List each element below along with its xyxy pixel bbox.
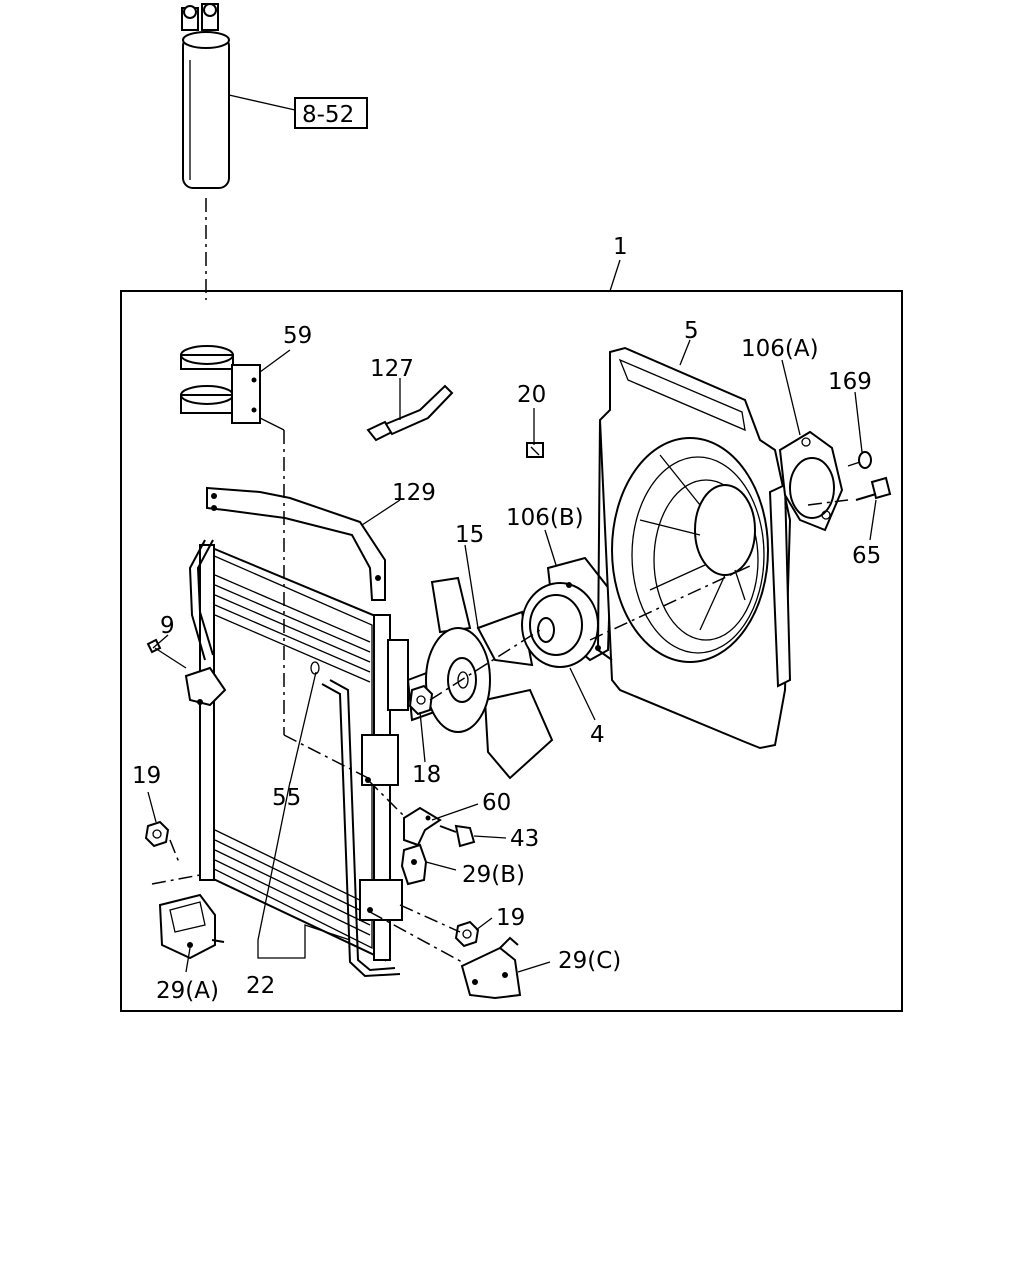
fan-motor — [521, 556, 612, 668]
callout-55: 55 — [272, 785, 301, 811]
callout-8-52: 8-52 — [302, 102, 354, 128]
guide-lines — [151, 430, 849, 963]
bracket-29a — [158, 893, 225, 960]
callout-127: 127 — [370, 356, 414, 382]
callout-29b: 29(B) — [462, 862, 525, 888]
condenser-fins — [214, 574, 371, 936]
zip-tie — [366, 384, 454, 442]
callout-59: 59 — [283, 323, 312, 349]
bolt-43 — [439, 824, 476, 848]
nut-19-left — [144, 820, 170, 848]
bolt-65 — [855, 476, 892, 501]
nut-19-right — [454, 920, 480, 948]
bracket-106a — [778, 430, 844, 532]
clamp-60 — [403, 806, 442, 847]
callout-65: 65 — [852, 543, 881, 569]
upper-bracket — [206, 486, 386, 601]
bracket-29c — [460, 936, 522, 1000]
callout-18: 18 — [412, 762, 441, 788]
callout-106b: 106(B) — [506, 505, 584, 531]
callout-106a: 106(A) — [741, 336, 819, 362]
assembly-frame — [120, 290, 903, 1012]
fan-nut — [408, 684, 434, 716]
callout-19-left: 19 — [132, 763, 161, 789]
clip — [526, 442, 544, 458]
callout-60: 60 — [482, 790, 511, 816]
callout-9: 9 — [160, 613, 175, 639]
receiver-drier — [181, 3, 230, 300]
callout-5: 5 — [684, 318, 699, 344]
fan-shroud — [596, 346, 792, 750]
screw-169 — [847, 451, 872, 469]
drier-bracket — [180, 345, 285, 431]
callout-4: 4 — [590, 722, 605, 748]
side-bracket — [146, 638, 227, 707]
callout-29a: 29(A) — [156, 978, 219, 1004]
callout-43: 43 — [510, 826, 539, 852]
callout-129: 129 — [392, 480, 436, 506]
callout-20: 20 — [517, 382, 546, 408]
callout-1: 1 — [613, 234, 628, 260]
condenser — [188, 539, 409, 978]
callout-169: 169 — [828, 369, 872, 395]
callout-29c: 29(C) — [558, 948, 621, 974]
ref-box-8-52 — [294, 97, 368, 129]
bracket-29b — [400, 843, 428, 886]
callout-22: 22 — [246, 973, 275, 999]
callout-19-right: 19 — [496, 905, 525, 931]
leader-lines — [147, 94, 877, 973]
callout-15: 15 — [455, 522, 484, 548]
